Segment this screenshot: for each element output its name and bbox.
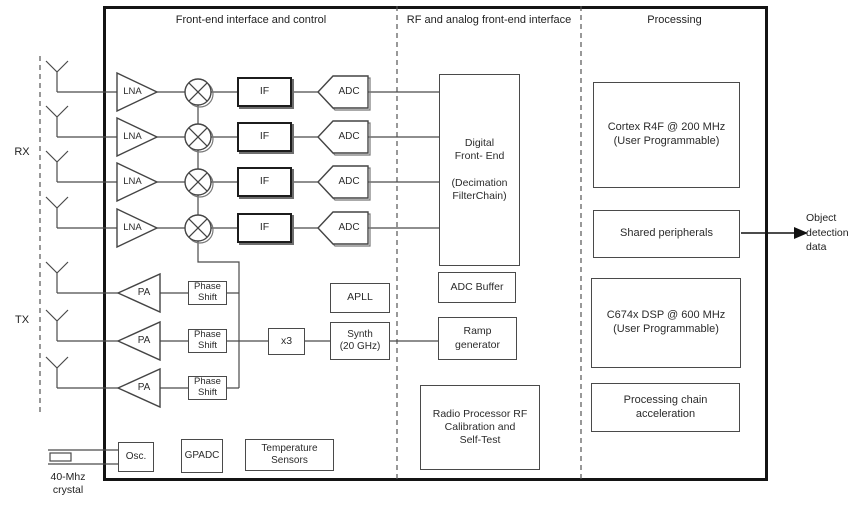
tx-antenna-icons bbox=[45, 261, 69, 388]
adc-converter-shapes bbox=[317, 75, 371, 247]
pa-triangle-3 bbox=[116, 367, 161, 409]
phase-shift-block-2: Phase Shift bbox=[188, 329, 227, 353]
adc-label-3: ADC bbox=[338, 176, 360, 187]
lna-label-4: LNA bbox=[123, 222, 142, 233]
phase-shift-block-3: Phase Shift bbox=[188, 376, 227, 400]
section-header-rf: RF and analog front-end interface bbox=[406, 14, 572, 26]
adc-shape-1 bbox=[317, 75, 371, 111]
lna-label-2: LNA bbox=[123, 131, 142, 142]
if-block-3: IF bbox=[237, 167, 292, 197]
adc-buffer-block: ADC Buffer bbox=[438, 272, 516, 303]
cortex-r4f-block: Cortex R4F @ 200 MHz (User Programmable) bbox=[593, 82, 740, 188]
mixer-icons bbox=[184, 78, 214, 244]
object-detection-output-label: Object detection data bbox=[806, 212, 849, 254]
radio-processor-block: Radio Processor RF Calibration and Self-… bbox=[420, 385, 540, 470]
tx-antenna-3 bbox=[45, 356, 69, 388]
rx-antenna-3 bbox=[45, 150, 69, 182]
mixer-icon-3 bbox=[184, 168, 214, 198]
if-block-2: IF bbox=[237, 122, 292, 152]
phase-shift-block-1: Phase Shift bbox=[188, 281, 227, 305]
pa-triangle-2 bbox=[116, 320, 161, 362]
temperature-sensors-block: Temperature Sensors bbox=[245, 439, 334, 471]
tx-label: TX bbox=[14, 314, 30, 326]
lna-triangle-2 bbox=[116, 116, 159, 158]
adc-shape-2 bbox=[317, 120, 371, 156]
adc-shape-3 bbox=[317, 165, 371, 201]
pa-triangle-1 bbox=[116, 272, 161, 314]
adc-label-2: ADC bbox=[338, 131, 360, 142]
adc-shape-4 bbox=[317, 211, 371, 247]
gpadc-block: GPADC bbox=[181, 439, 223, 473]
x3-multiplier-block: x3 bbox=[268, 328, 305, 355]
pa-label-2: PA bbox=[137, 335, 151, 346]
rx-antenna-icons bbox=[45, 60, 69, 228]
processing-chain-block: Processing chain acceleration bbox=[591, 383, 740, 432]
pa-amplifier-icons bbox=[116, 272, 161, 409]
tx-antenna-1 bbox=[45, 261, 69, 293]
section-header-processing: Processing bbox=[647, 14, 702, 26]
apll-block: APLL bbox=[330, 283, 390, 313]
c674x-dsp-block: C674x DSP @ 600 MHz (User Programmable) bbox=[591, 278, 741, 368]
crystal-label: 40-Mhz crystal bbox=[50, 471, 86, 497]
mixer-icon-4 bbox=[184, 214, 214, 244]
adc-label-4: ADC bbox=[338, 222, 360, 233]
section-divider-dashed-lines bbox=[39, 6, 582, 481]
lna-triangle-1 bbox=[116, 71, 159, 113]
rx-antenna-1 bbox=[45, 60, 69, 92]
pa-label-3: PA bbox=[137, 382, 151, 393]
lna-label-1: LNA bbox=[123, 86, 142, 97]
section-header-frontend: Front-end interface and control bbox=[175, 14, 327, 26]
lna-triangle-3 bbox=[116, 161, 159, 203]
lna-amplifier-icons bbox=[116, 71, 159, 249]
if-block-1: IF bbox=[237, 77, 292, 107]
osc-block: Osc. bbox=[118, 442, 154, 472]
digital-front-end-block: Digital Front- End (Decimation FilterCha… bbox=[439, 74, 520, 266]
mixer-icon-2 bbox=[184, 123, 214, 153]
ramp-generator-block: Ramp generator bbox=[438, 317, 517, 360]
crystal-icon bbox=[48, 449, 118, 465]
rx-antenna-2 bbox=[45, 105, 69, 137]
mixer-icon-1 bbox=[184, 78, 214, 108]
tx-antenna-2 bbox=[45, 309, 69, 341]
rx-label: RX bbox=[14, 146, 30, 158]
adc-label-1: ADC bbox=[338, 86, 360, 97]
pa-label-1: PA bbox=[137, 287, 151, 298]
if-block-4: IF bbox=[237, 213, 292, 243]
synth-block: Synth (20 GHz) bbox=[330, 322, 390, 360]
shared-peripherals-block: Shared peripherals bbox=[593, 210, 740, 258]
tx-signal-lines bbox=[57, 292, 438, 389]
rx-antenna-4 bbox=[45, 196, 69, 228]
output-arrow-icon bbox=[741, 227, 808, 239]
rx-signal-lines bbox=[57, 91, 439, 229]
lna-label-3: LNA bbox=[123, 176, 142, 187]
lna-triangle-4 bbox=[116, 207, 159, 249]
